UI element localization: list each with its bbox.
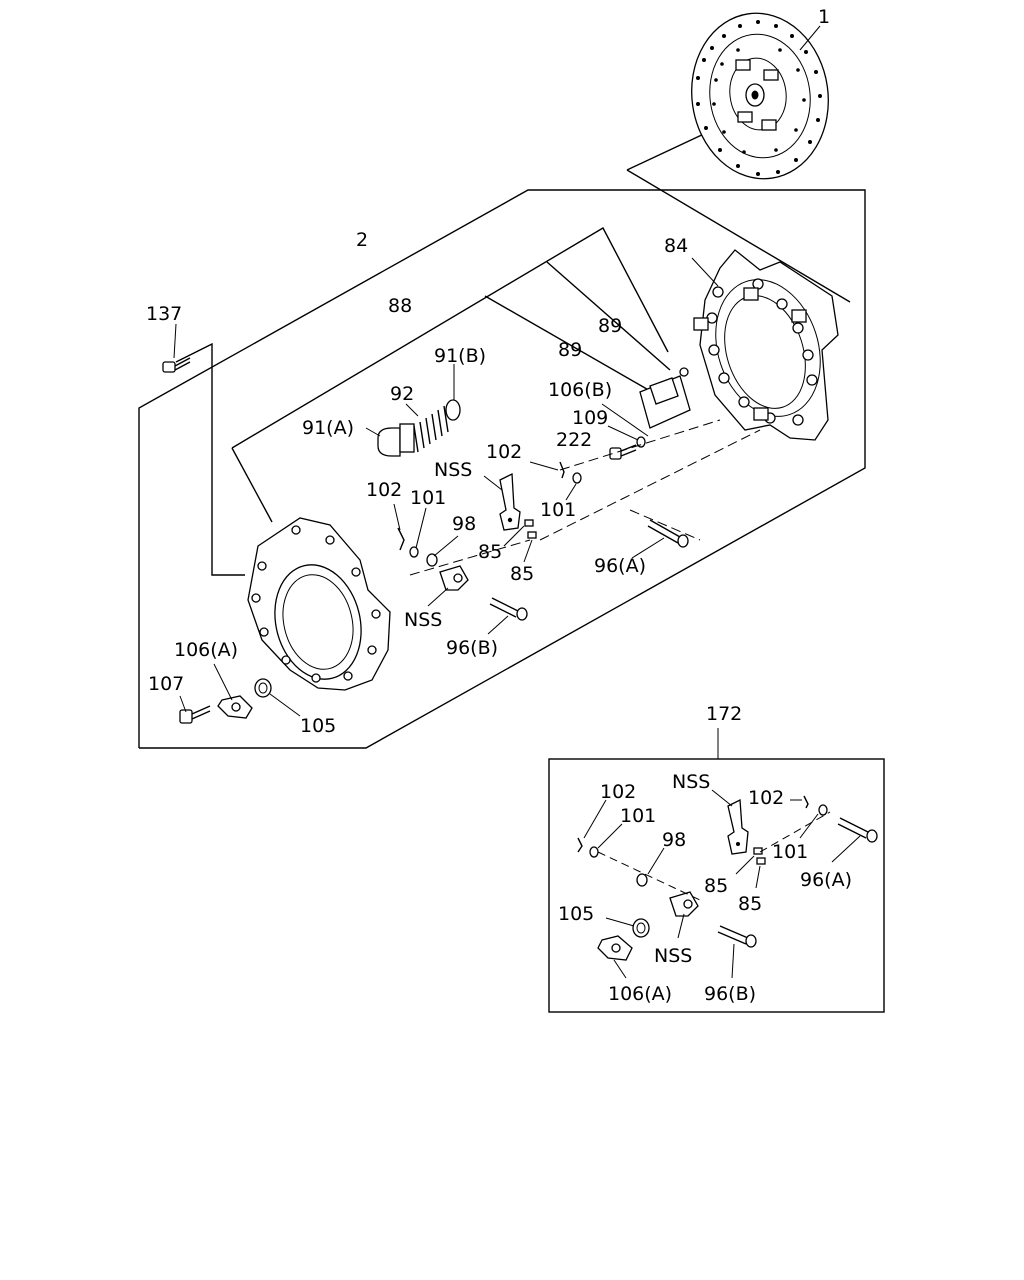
callout-98: 98 [452, 513, 476, 535]
callout-96a: 96(A) [594, 555, 646, 577]
callout-92: 92 [390, 383, 414, 405]
washer-101-lower [409, 546, 419, 558]
inset-callout-101-left: 101 [620, 805, 656, 827]
inset-spring-102-right [803, 795, 809, 809]
pin-96a [647, 519, 689, 548]
callout-107: 107 [148, 673, 184, 695]
washer-101-upper [572, 472, 582, 484]
callout-84: 84 [664, 235, 688, 257]
inset-pin-85-b [756, 857, 766, 865]
clutch-cover [247, 517, 391, 691]
subframe-leader [231, 447, 273, 523]
inset-callout-85-a: 85 [704, 875, 728, 897]
callout-91a: 91(A) [302, 417, 354, 439]
inset-plate-106a [597, 935, 633, 961]
inset-callout-nss-upper: NSS [672, 771, 710, 793]
callout-89-lower: 89 [558, 339, 582, 361]
spring-102-upper [559, 461, 565, 479]
callout-137: 137 [146, 303, 182, 325]
pin-85-a [524, 519, 534, 527]
callout-nss-upper: NSS [434, 459, 472, 481]
callout-102-lower: 102 [366, 479, 402, 501]
inset-callout-102-left: 102 [600, 781, 636, 803]
inset-callout-96a: 96(A) [800, 869, 852, 891]
inset-callout-101-right: 101 [772, 841, 808, 863]
leader-lines [173, 25, 821, 717]
washer-109-bolt-222 [609, 436, 646, 460]
callout-102-upper: 102 [486, 441, 522, 463]
callout-96b: 96(B) [446, 637, 498, 659]
inset-washer-98 [636, 873, 648, 887]
assembly-frame [138, 189, 866, 749]
inset-spring-102-left [577, 837, 583, 853]
inset-frame [548, 758, 885, 1013]
inset-eyebolt-nss [669, 891, 699, 917]
inset-pin-96a [837, 817, 878, 843]
inset-lever-nss [727, 798, 749, 855]
bolt-137 [162, 357, 191, 373]
callout-nss-lower: NSS [404, 609, 442, 631]
callout-89-upper: 89 [598, 315, 622, 337]
callout-106a: 106(A) [174, 639, 238, 661]
inset-kit-172: 172 102 101 98 NSS 102 101 85 85 96(A) 1… [548, 703, 885, 1013]
spring-102-lower [397, 527, 405, 551]
centre-lines [409, 419, 761, 576]
callout-85-b: 85 [510, 563, 534, 585]
callout-172: 172 [706, 703, 742, 725]
spring-assembly [377, 399, 461, 457]
callout-1: 1 [818, 6, 830, 28]
callout-85-a: 85 [478, 541, 502, 563]
callout-88: 88 [388, 295, 412, 317]
callout-91b: 91(B) [434, 345, 486, 367]
plate-106a [217, 695, 253, 719]
inset-callout-96b: 96(B) [704, 983, 756, 1005]
pressure-plate [693, 249, 839, 441]
leader-89b [546, 261, 671, 371]
inset-callout-106a: 106(A) [608, 983, 672, 1005]
inset-callout-105: 105 [558, 903, 594, 925]
inset-callout-102-right: 102 [748, 787, 784, 809]
subassembly-frame [231, 227, 669, 449]
callout-101-lower: 101 [410, 487, 446, 509]
callout-2: 2 [356, 229, 368, 251]
inset-leader-lines [583, 789, 861, 979]
inset-centre-lines [597, 811, 831, 901]
eyebolt-nss [439, 565, 469, 591]
callout-222: 222 [556, 429, 592, 451]
callout-106b: 106(B) [548, 379, 612, 401]
clutch-disc [691, 12, 829, 180]
shim-89 [639, 367, 691, 429]
inset-nut-105 [632, 918, 650, 938]
inset-washer-101-left [589, 846, 599, 858]
bolt-107 [179, 705, 211, 724]
callout-109: 109 [572, 407, 608, 429]
inset-callout-98: 98 [662, 829, 686, 851]
disc-leader-bottom [626, 169, 851, 303]
release-lever-nss [499, 472, 521, 531]
bracket-137 [175, 342, 245, 576]
pin-96b [489, 597, 528, 621]
callout-105: 105 [300, 715, 336, 737]
washer-98 [426, 553, 438, 567]
inset-washer-101-right [818, 804, 828, 816]
pin-85-b [527, 531, 537, 539]
nut-105 [254, 678, 272, 698]
inset-callout-nss-lower: NSS [654, 945, 692, 967]
callout-101-upper: 101 [540, 499, 576, 521]
inset-callout-85-b: 85 [738, 893, 762, 915]
leader-89 [484, 295, 653, 393]
inset-pin-96b [717, 925, 757, 948]
